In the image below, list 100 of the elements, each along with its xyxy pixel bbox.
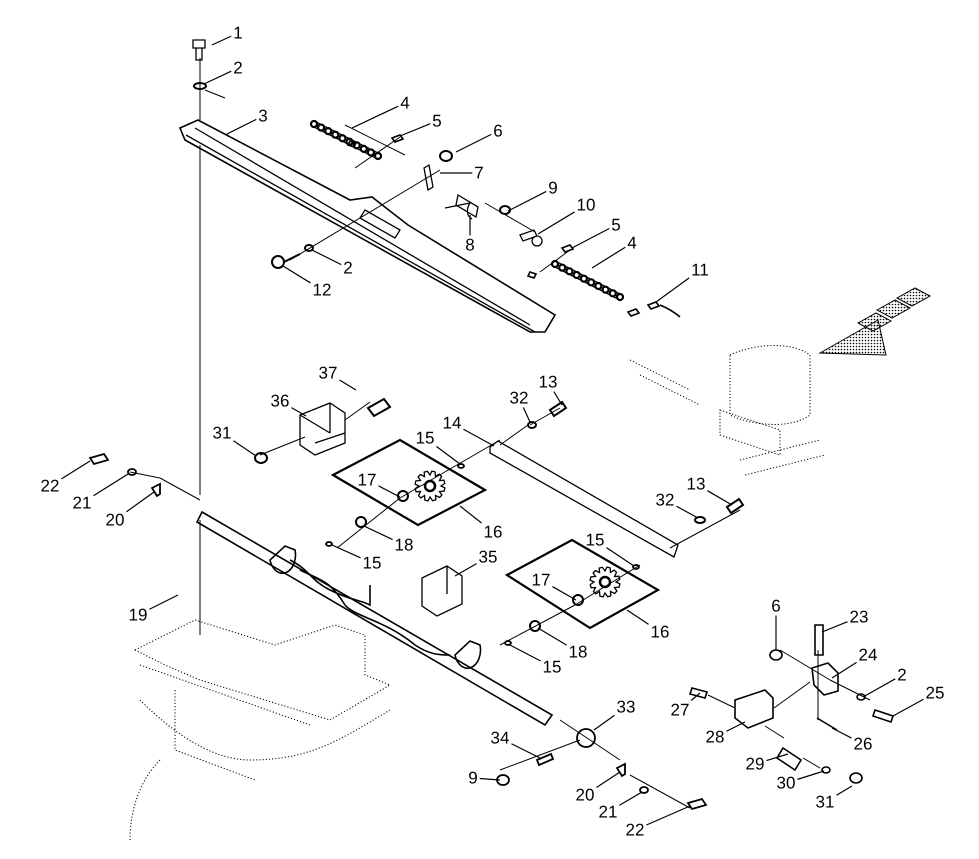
leader-line — [832, 662, 857, 678]
callout-number: 37 — [318, 364, 338, 382]
callout-number: 21 — [72, 494, 92, 512]
leader-line — [797, 770, 824, 780]
callout-number: 17 — [532, 572, 550, 588]
leader-line — [538, 211, 575, 235]
leader-line — [460, 506, 482, 524]
callout-number: 23 — [850, 608, 868, 626]
callout-number: 9 — [468, 770, 478, 786]
callout-number: 36 — [270, 392, 290, 410]
callout-number: 22 — [626, 822, 644, 838]
leader-line — [508, 643, 541, 662]
callout-number: 9 — [548, 180, 558, 196]
callout-number: 14 — [442, 414, 462, 432]
callout-number: 33 — [616, 698, 636, 716]
callout-number: 27 — [670, 702, 690, 718]
callout-number: 15 — [586, 532, 604, 548]
leader-line — [619, 791, 642, 806]
callout-number: 2 — [233, 60, 243, 76]
callout-number: 1 — [233, 24, 243, 42]
callout-number: 26 — [854, 736, 872, 752]
callout-number: 18 — [568, 644, 588, 660]
callout-number: 16 — [650, 624, 670, 640]
callout-number: 15 — [416, 430, 434, 446]
callout-number: 5 — [611, 216, 621, 234]
leader-line — [378, 485, 400, 498]
leader-line — [646, 805, 690, 826]
callout-number: 6 — [493, 122, 503, 140]
leader-line — [892, 698, 924, 717]
leader-line — [522, 407, 531, 422]
callout-number: 5 — [432, 112, 442, 130]
leader-line — [656, 277, 690, 302]
callout-number: 22 — [40, 478, 60, 494]
callout-number: 28 — [706, 728, 724, 746]
callout-number: 24 — [858, 646, 878, 664]
callout-number: 8 — [465, 236, 475, 254]
leader-line — [766, 753, 788, 762]
leader-line — [707, 490, 732, 506]
callout-number: 34 — [490, 730, 510, 746]
leader-line — [149, 594, 178, 610]
leader-line — [553, 391, 563, 406]
leader-line — [822, 621, 848, 633]
leader-line — [606, 547, 634, 566]
callout-number: 15 — [362, 554, 382, 572]
leader-line — [440, 172, 472, 174]
callout-number: 2 — [343, 260, 353, 276]
callout-number: 13 — [538, 374, 558, 390]
leader-line — [572, 228, 610, 249]
leader-line — [552, 586, 576, 601]
leader-line — [775, 616, 777, 650]
leader-line — [594, 714, 615, 730]
leader-line — [832, 727, 852, 739]
leader-line — [364, 525, 393, 540]
leader-line — [592, 246, 626, 268]
callout-number: 6 — [771, 598, 781, 614]
callout-number: 16 — [484, 524, 502, 540]
leader-line — [454, 563, 477, 577]
leader-line — [726, 721, 746, 732]
leader-line — [690, 692, 700, 701]
callout-number: 13 — [686, 476, 706, 492]
leader-line — [61, 460, 90, 480]
callout-number: 12 — [312, 282, 332, 298]
callout-number: 4 — [627, 234, 637, 252]
leader-line — [212, 36, 232, 46]
callout-number: 32 — [656, 492, 674, 508]
callout-number: 11 — [691, 262, 709, 278]
callout-number: 19 — [128, 606, 148, 624]
leader-line — [480, 778, 500, 781]
callout-number: 31 — [816, 794, 834, 810]
callout-number: 20 — [106, 512, 124, 528]
leader-line — [339, 379, 356, 391]
leader-line — [291, 407, 306, 417]
leader-line — [312, 249, 342, 266]
leader-line — [332, 544, 361, 558]
callout-number: 29 — [746, 756, 764, 772]
leader-line — [126, 492, 154, 512]
leader-line — [676, 506, 698, 519]
leader-line — [626, 610, 649, 625]
leader-line — [400, 123, 430, 137]
leader-line — [352, 106, 399, 129]
callout-number: 4 — [400, 94, 410, 112]
leader-line — [511, 743, 540, 759]
leader-line — [224, 118, 257, 136]
callout-number: 7 — [474, 164, 484, 182]
leader-line — [282, 265, 311, 284]
callout-number: 32 — [510, 390, 528, 406]
leader-line — [596, 772, 620, 788]
leader-line — [469, 215, 471, 236]
callout-number: 35 — [478, 548, 498, 566]
leader-line — [836, 785, 852, 796]
leader-line — [436, 446, 460, 464]
leader-line — [508, 190, 547, 212]
callout-number: 2 — [897, 666, 907, 684]
callout-number: 3 — [258, 108, 268, 124]
leader-line — [463, 428, 494, 447]
callout-number: 15 — [542, 658, 562, 676]
callout-number: 31 — [212, 424, 232, 442]
callout-number: 21 — [598, 804, 618, 820]
leader-line — [204, 70, 232, 85]
leader-line — [456, 134, 492, 153]
